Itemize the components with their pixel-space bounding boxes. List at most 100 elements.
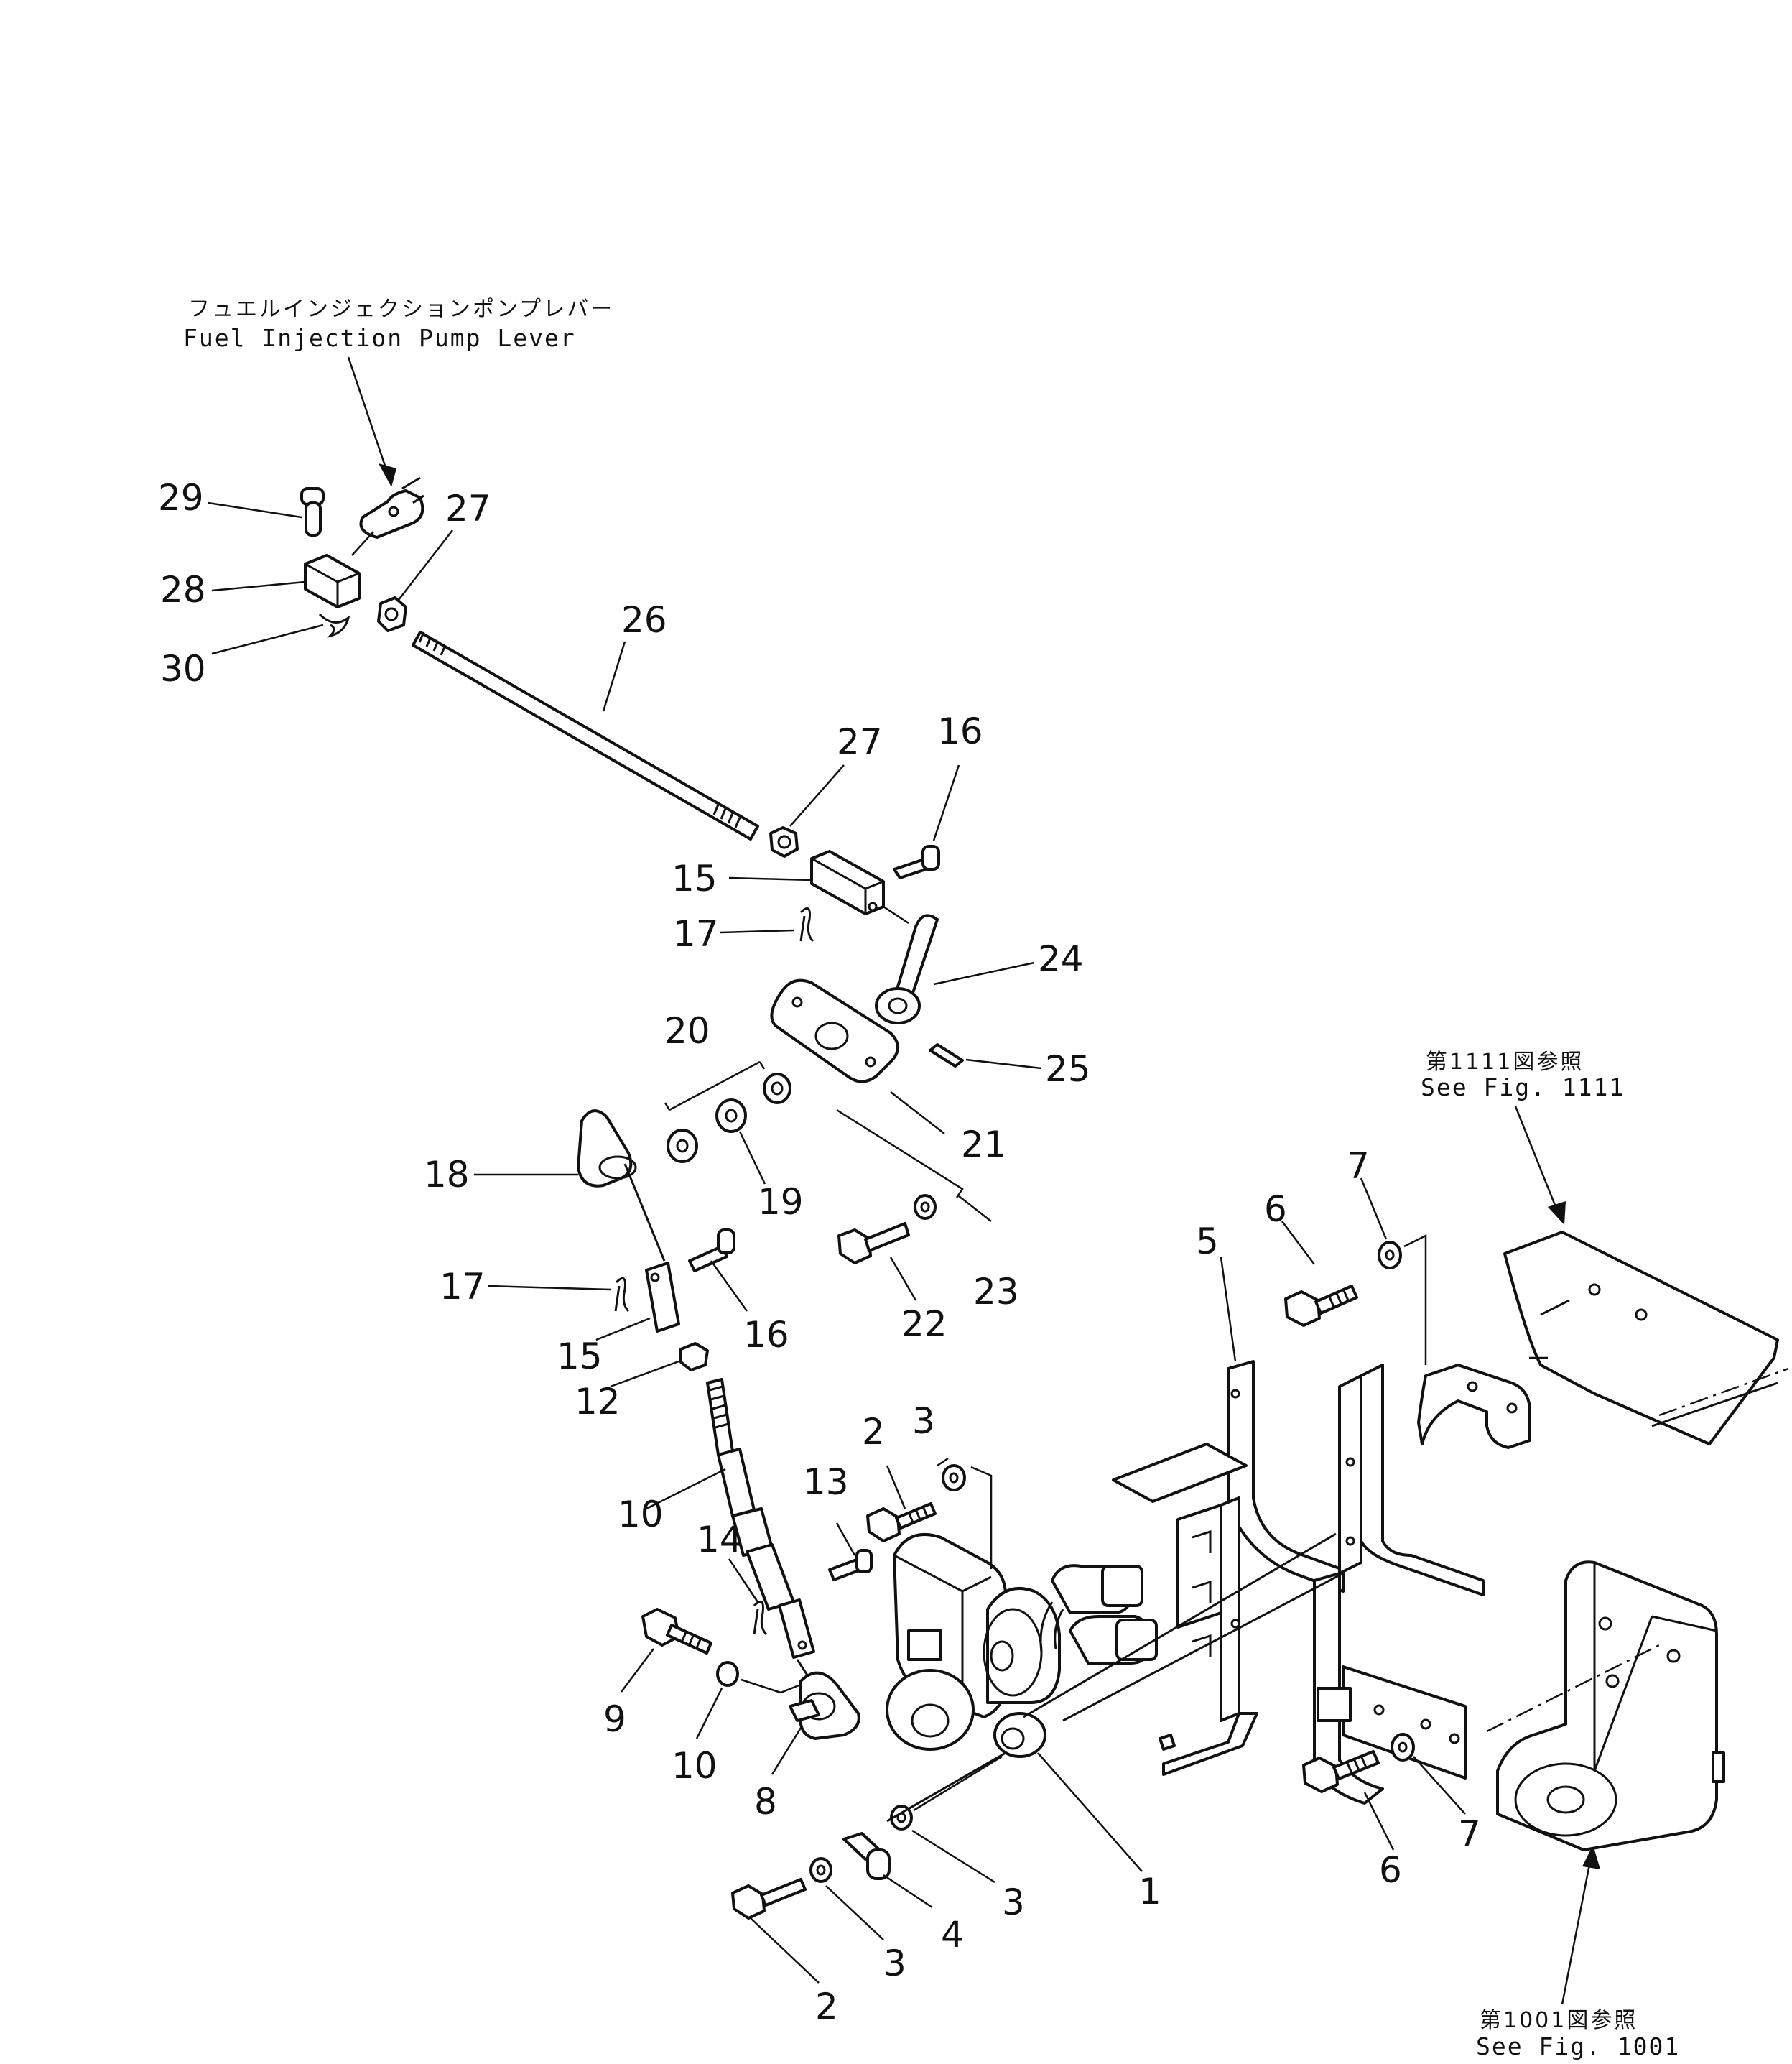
callout-29: 29 <box>158 477 204 519</box>
washer-part <box>1378 1241 1402 1269</box>
callout-17-upper: 17 <box>673 913 719 955</box>
nut-part <box>679 1342 709 1371</box>
pin-part <box>688 1245 728 1272</box>
callout-20: 20 <box>664 1010 710 1052</box>
callout-6-lower: 6 <box>1379 1849 1402 1891</box>
note-fig1111-jp: 第1111図参照 <box>1426 1050 1584 1075</box>
note-fig1111-en: See Fig. 1111 <box>1421 1073 1625 1101</box>
callout-15-lower: 15 <box>557 1336 603 1377</box>
bracket-part <box>1227 1360 1345 1593</box>
callout-19: 19 <box>758 1181 804 1223</box>
bolt-head-part <box>731 1884 766 1920</box>
callout-leaders <box>208 501 1466 1984</box>
clamp-part <box>577 1109 633 1188</box>
callout-7-lower: 7 <box>1458 1813 1481 1855</box>
callout-3-mid: 3 <box>1002 1882 1025 1923</box>
fasteners-lower <box>731 1464 1003 1920</box>
washer-part <box>716 1661 739 1687</box>
clip-part <box>318 613 350 638</box>
callout-30: 30 <box>160 648 206 690</box>
callout-12: 12 <box>575 1381 621 1422</box>
bushing-part <box>715 1098 747 1133</box>
note-arrow-line <box>347 356 389 475</box>
nut-part <box>377 596 407 632</box>
callout-27-lower: 27 <box>837 721 883 763</box>
callout-5: 5 <box>1196 1221 1219 1262</box>
arrowhead-icon <box>1582 1845 1600 1869</box>
callout-26: 26 <box>621 599 667 641</box>
bolt-head-part <box>1284 1290 1321 1327</box>
callout-9: 9 <box>603 1698 626 1740</box>
plate-part <box>770 978 899 1083</box>
frame-part <box>1338 1374 1362 1575</box>
ref-component-fig1001 <box>1486 1560 1725 1851</box>
callout-15-upper: 15 <box>672 858 718 899</box>
note-fuel-injection-pump-lever: フュエルインジェクションポンプレバー Fuel Injection Pump L… <box>183 297 614 487</box>
washer-part <box>809 1857 832 1883</box>
bolt-head-part <box>837 1228 872 1264</box>
bushing-part <box>763 1073 791 1104</box>
note-arrow-line <box>1561 1856 1592 2005</box>
callout-3-upper: 3 <box>912 1400 935 1442</box>
washer-part <box>1391 1733 1415 1762</box>
foot-bracket-part <box>1496 1560 1718 1851</box>
callout-2-lower: 2 <box>815 1986 838 2027</box>
callout-2-upper: 2 <box>862 1411 885 1453</box>
note-fuel-lever-jp: フュエルインジェクションポンプレバー <box>188 297 614 322</box>
callout-27-top: 27 <box>445 488 491 529</box>
bracket-assembly <box>1112 1360 1531 1805</box>
bolt-head-part <box>1302 1757 1339 1793</box>
callout-16-lower: 16 <box>743 1314 789 1356</box>
callout-22: 22 <box>901 1303 947 1345</box>
note-fig1001-en: See Fig. 1001 <box>1476 2032 1680 2060</box>
note-see-fig-1111: 第1111図参照 See Fig. 1111 <box>1421 1050 1625 1225</box>
actuator-main <box>886 1532 1158 1758</box>
callout-7-upper: 7 <box>1347 1145 1370 1187</box>
lever-part <box>799 1671 860 1740</box>
callout-17-lower: 17 <box>440 1266 486 1308</box>
bushing-part <box>667 1129 698 1163</box>
callout-1: 1 <box>1138 1871 1161 1912</box>
nut-part <box>769 826 799 858</box>
arrowhead-icon <box>1548 1201 1566 1225</box>
lever-assembly <box>664 905 964 1198</box>
note-arrow-line <box>1514 1106 1560 1215</box>
linkage-lower <box>577 1109 873 1721</box>
pin-part <box>929 1043 964 1068</box>
callout-14: 14 <box>697 1519 743 1560</box>
washer-part <box>914 1194 937 1220</box>
callout-4: 4 <box>941 1914 964 1956</box>
callout-13: 13 <box>803 1461 849 1503</box>
clip-part <box>614 1277 630 1313</box>
rod-part <box>412 631 759 841</box>
callout-8: 8 <box>754 1781 777 1823</box>
lever-8-group <box>641 1608 860 1740</box>
callout-24: 24 <box>1038 938 1084 980</box>
clip-part <box>753 1600 768 1636</box>
note-fig1001-jp: 第1001図参照 <box>1480 2008 1638 2033</box>
callout-11: 10 <box>618 1494 664 1535</box>
mounting-plate-part <box>1503 1231 1779 1445</box>
block-part <box>810 850 885 915</box>
alignment-lines <box>886 1532 1344 1823</box>
pump-lever-part <box>359 489 424 539</box>
callout-3-lower: 3 <box>883 1943 906 1984</box>
callout-18: 18 <box>424 1154 470 1195</box>
note-fuel-lever-en: Fuel Injection Pump Lever <box>183 324 576 352</box>
callout-labels: 29 28 30 27 26 27 16 15 17 24 25 20 21 1… <box>158 477 1481 2027</box>
arrowhead-icon <box>379 463 396 487</box>
callout-28: 28 <box>160 569 206 611</box>
motor-part <box>986 1586 1061 1704</box>
callout-23: 23 <box>973 1271 1019 1313</box>
bolt-head-part <box>866 1507 901 1542</box>
note-see-fig-1001: 第1001図参照 See Fig. 1001 <box>1476 1845 1680 2060</box>
bolt-washer-22-23 <box>837 1194 937 1264</box>
callout-6-upper: 6 <box>1264 1188 1287 1230</box>
clip-part <box>799 907 814 943</box>
callout-10: 10 <box>672 1745 718 1787</box>
ref-component-fig1111 <box>1503 1231 1789 1445</box>
callout-25: 25 <box>1045 1048 1091 1090</box>
linkage-upper <box>300 476 940 943</box>
fasteners-right <box>1284 1234 1427 1793</box>
